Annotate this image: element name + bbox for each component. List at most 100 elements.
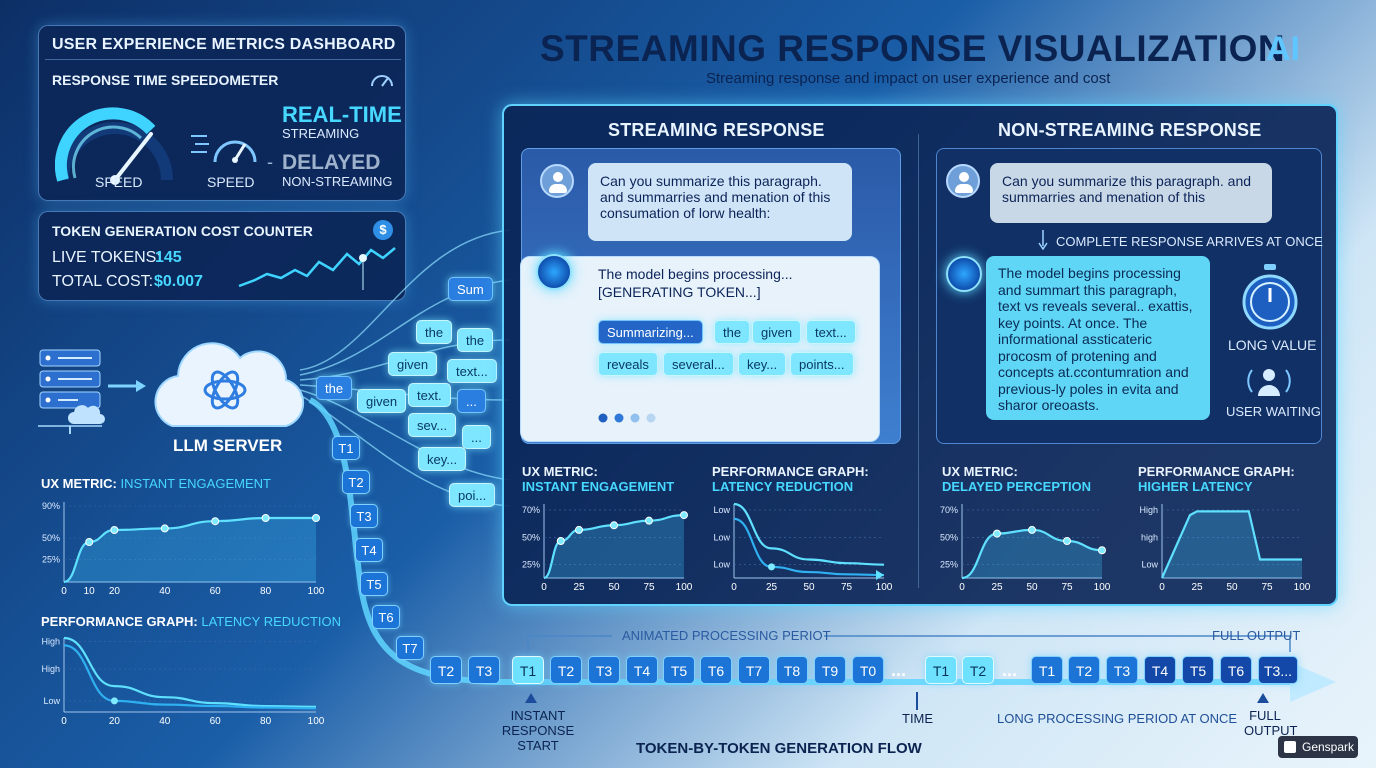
y-tick-label: Low — [713, 560, 730, 570]
x-tick-label: 40 — [159, 586, 171, 597]
stream-token: given — [752, 320, 802, 344]
data-point — [261, 514, 270, 522]
y-tick-label: high — [1141, 532, 1158, 542]
metrics-dashboard-panel: USER EXPERIENCE METRICS DASHBOARD RESPON… — [38, 25, 406, 201]
non-streaming-label: NON-STREAMING — [282, 174, 393, 189]
stream-ux-title: UX METRIC: INSTANT ENGAGEMENT — [522, 464, 674, 494]
timeline-token: T6 — [700, 656, 732, 684]
flow-chip: given — [357, 389, 407, 413]
server-rack-icon — [38, 349, 105, 434]
x-tick-label: 50 — [608, 582, 620, 593]
timeline-token: T3 — [1106, 656, 1138, 684]
timeline-token: T3... — [1258, 656, 1298, 684]
full-output-marker — [1257, 693, 1269, 703]
data-point — [110, 697, 118, 705]
genspark-badge[interactable]: Genspark — [1278, 736, 1358, 758]
user-waiting-icon — [1247, 369, 1291, 396]
y-tick-label: 25% — [522, 560, 540, 570]
x-tick-label: 20 — [109, 716, 121, 727]
stream-ux-title-b: INSTANT ENGAGEMENT — [522, 479, 675, 494]
delayed-label: DELAYED — [282, 151, 381, 174]
x-tick-label: 40 — [159, 716, 171, 727]
dash-mark: - — [267, 152, 273, 172]
y-tick-label: 50% — [940, 532, 958, 542]
flow-chip: text. — [408, 383, 451, 407]
live-tokens-label: LIVE TOKENS: — [52, 249, 161, 266]
data-point — [575, 525, 583, 534]
instant-start-marker — [525, 693, 537, 703]
x-tick-label: 0 — [959, 582, 965, 593]
timeline-token: T2 — [430, 656, 462, 684]
data-point — [1063, 537, 1071, 545]
user-waiting-label: USER WAITING — [1226, 404, 1321, 419]
x-tick-label: 80 — [260, 716, 272, 727]
genspark-name: Genspark — [1302, 740, 1355, 754]
typing-indicator — [598, 413, 656, 423]
ai-logo: AI — [1266, 30, 1300, 68]
vertical-token: T3 — [350, 504, 378, 528]
speedometer-small — [191, 135, 257, 163]
timeline-token: T2 — [550, 656, 582, 684]
x-tick-label: 25 — [573, 582, 585, 593]
series-line — [733, 502, 885, 566]
data-point — [680, 511, 688, 520]
x-tick-label: 0 — [61, 716, 67, 727]
flow-chip: key... — [418, 447, 467, 471]
series-line — [63, 636, 317, 708]
dollar-icon: $ — [373, 220, 393, 240]
speedometer-large — [55, 107, 173, 185]
series-line — [1160, 510, 1302, 579]
timeline-token: T2 — [962, 656, 994, 684]
x-tick-label: 50 — [1026, 582, 1038, 593]
timeline-token: T5 — [1182, 656, 1214, 684]
processing-bracket — [527, 635, 1291, 652]
x-tick-label: 80 — [260, 586, 272, 597]
stream-perf-title: PERFORMANCE GRAPH: LATENCY REDUCTION — [712, 464, 869, 494]
llm-cloud-icon — [154, 342, 305, 427]
y-tick-label: High — [1139, 505, 1158, 515]
streaming-user-message: Can you summarize this paragraph. and su… — [588, 163, 852, 241]
genspark-logo-icon — [1284, 741, 1296, 753]
x-tick-label: 25 — [1191, 582, 1203, 593]
page-subtitle: Streaming response and impact on user ex… — [706, 70, 1111, 87]
total-cost-value: $0.007 — [154, 273, 203, 290]
dashboard-title: USER EXPERIENCE METRICS DASHBOARD — [52, 36, 396, 53]
user-avatar — [946, 164, 980, 198]
data-point — [645, 516, 653, 525]
area-fill — [64, 518, 316, 582]
nonstreaming-title: NON-STREAMING RESPONSE — [998, 120, 1262, 140]
y-tick-label: 25% — [42, 555, 60, 565]
nonstream-ux-title-a: UX METRIC: — [942, 464, 1018, 479]
nonstream-perf-title: PERFORMANCE GRAPH: HIGHER LATENCY — [1138, 464, 1295, 494]
long-value-label: LONG VALUE — [1228, 337, 1317, 353]
comparison-panel: STREAMING RESPONSE Can you summarize thi… — [502, 104, 1338, 606]
user-avatar — [540, 164, 574, 198]
data-point — [85, 538, 94, 546]
nonstream-ux-title-b: DELAYED PERCEPTION — [942, 479, 1092, 494]
timeline-token: T4 — [1144, 656, 1176, 684]
full-output-top-label: FULL OUTPUT — [1212, 628, 1301, 643]
left-perf-title-b: LATENCY REDUCTION — [201, 614, 342, 629]
nonstreaming-user-message: Can you summarize this paragraph. and su… — [990, 163, 1272, 223]
y-tick-label: 70% — [522, 505, 540, 515]
timeline-token: T1 — [512, 656, 544, 684]
x-tick-label: 60 — [210, 716, 222, 727]
x-tick-label: 50 — [1226, 582, 1238, 593]
x-tick-label: 100 — [1294, 582, 1311, 593]
stream-token: key... — [738, 352, 787, 376]
y-tick-label: 50% — [522, 532, 540, 542]
streaming-ai-card — [520, 256, 880, 442]
flow-chip: poi... — [449, 483, 496, 507]
timeline-token: T2 — [1068, 656, 1100, 684]
stopwatch-icon — [1242, 264, 1298, 330]
vertical-token: T1 — [332, 436, 360, 460]
x-tick-label: 100 — [876, 582, 893, 593]
left-ux-title-a: UX METRIC: — [41, 476, 117, 491]
y-tick-label: Low — [43, 696, 60, 706]
data-point — [556, 537, 565, 545]
left-perf-title: PERFORMANCE GRAPH: LATENCY REDUCTION — [41, 614, 341, 629]
long-processing-label: LONG PROCESSING PERIOD AT ONCE — [997, 711, 1238, 726]
series-line — [63, 644, 317, 710]
